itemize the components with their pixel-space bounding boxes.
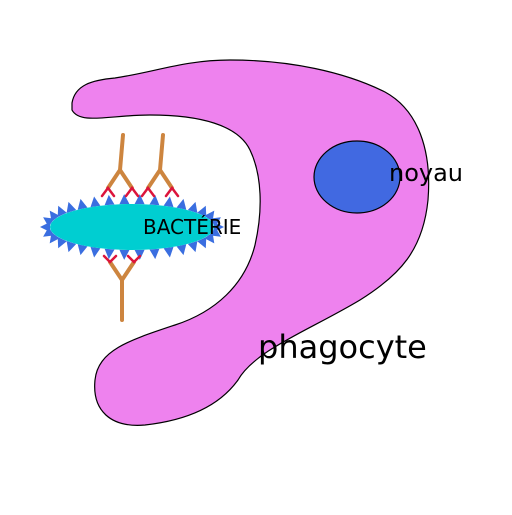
antibody-tip — [102, 254, 142, 264]
antigen-spike-icon — [57, 237, 67, 249]
antigen-spike-icon — [187, 201, 198, 213]
antigen-spike-icon — [119, 249, 130, 260]
antibody-bottom — [102, 254, 142, 322]
antigen-spike-icon — [66, 201, 77, 213]
antigen-spike-icon — [204, 232, 215, 244]
antibody-top-right — [140, 133, 180, 198]
antigen-spike-icon — [104, 194, 115, 206]
antigen-spike-icon — [66, 241, 77, 253]
antigen-spike-icon — [77, 198, 88, 210]
antigen-spike-icon — [134, 194, 145, 205]
antigen-spike-icon — [176, 244, 187, 256]
phagocyte-label: phagocyte — [258, 328, 427, 366]
antibody-tip — [140, 185, 180, 198]
antigen-spike-icon — [149, 248, 160, 260]
antigen-spike-icon — [163, 246, 174, 258]
antigen-spike-icon — [163, 196, 174, 208]
antigen-spike-icon — [43, 227, 55, 237]
antigen-spike-icon — [90, 196, 101, 208]
antigen-spike-icon — [187, 241, 198, 253]
antigen-spike-icon — [209, 217, 221, 227]
bacterium-body — [50, 204, 214, 250]
antigen-spike-icon — [57, 205, 67, 217]
bacterium — [40, 194, 224, 260]
antibody-tip — [100, 185, 140, 198]
nucleus-label: noyau — [389, 159, 463, 187]
antigen-spike-icon — [104, 248, 115, 260]
antigen-spike-icon — [197, 205, 207, 217]
antigen-spike-icon — [119, 194, 130, 205]
antigen-spike-icon — [149, 194, 160, 206]
bacterium-label: BACTÉRIE — [143, 215, 241, 239]
antigen-spike-icon — [49, 210, 60, 222]
antigen-spike-icon — [197, 237, 207, 249]
nucleus — [313, 140, 401, 214]
antigen-spike-icon — [176, 198, 187, 210]
antigen-spikes — [40, 194, 224, 260]
antigen-spike-icon — [77, 244, 88, 256]
antibody-top-left — [100, 133, 140, 198]
antigen-spike-icon — [90, 246, 101, 258]
